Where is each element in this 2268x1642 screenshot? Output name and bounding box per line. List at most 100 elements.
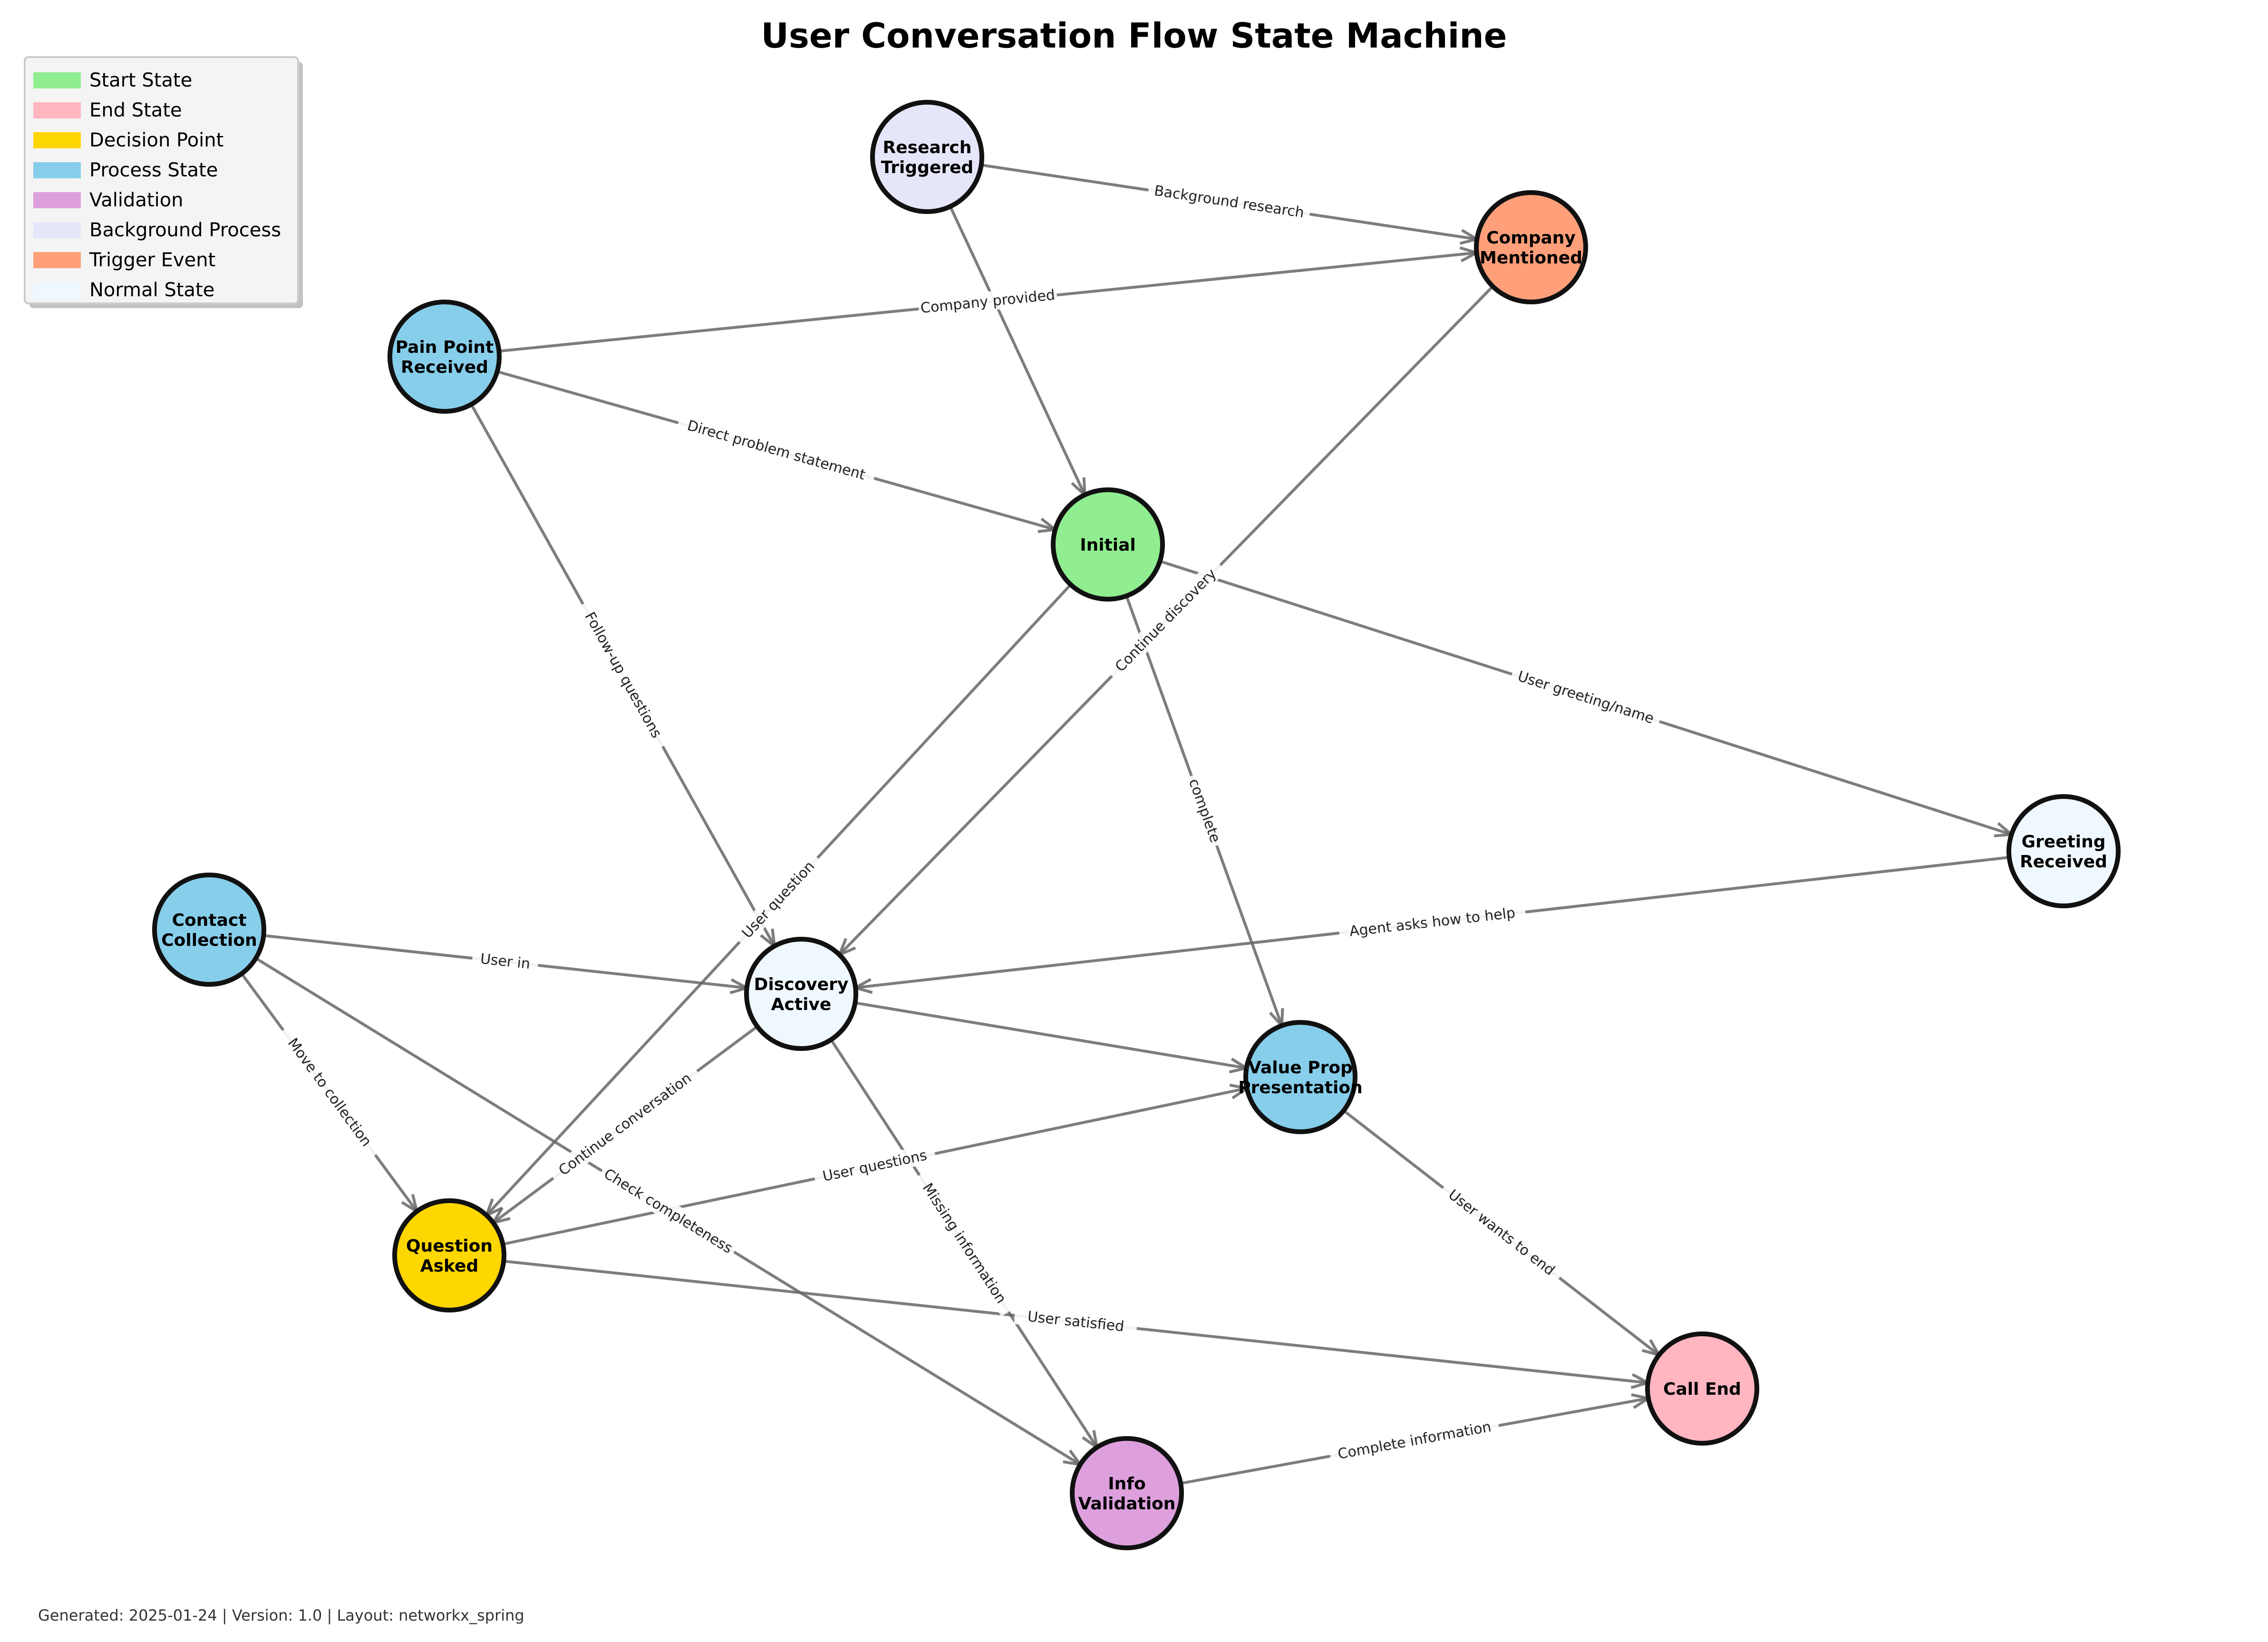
edge-label-bg [471,948,539,974]
edge-label: Continue conversation [555,1070,694,1179]
legend-label: Process State [89,159,218,181]
node-label: Collection [161,931,257,950]
edge-research-to-initial [949,205,1086,496]
edge-label-bg [918,284,1058,318]
edge-label-group: User greeting/name [1509,664,1663,730]
legend-swatch [33,72,81,88]
node-circle [1474,190,1588,304]
node-circle [152,873,266,987]
node-circle [870,100,984,214]
node-label: Received [401,358,488,377]
edge-label-bg [1438,1179,1566,1285]
legend-label: Normal State [89,279,214,301]
node-circle [1051,487,1165,602]
edge-label-bg [1338,902,1527,942]
edge-label: Direct problem statement [685,417,867,483]
edges-layer [240,164,2016,1485]
node-label: Received [2020,852,2107,872]
edge-label-group: User satisfied [1014,1305,1138,1337]
node-label: Validation [1078,1494,1176,1514]
node-label: Call End [1663,1380,1741,1399]
edge-label-bg [1104,558,1227,682]
legend-label: Background Process [89,219,281,241]
edge-label-group: Missing information [912,1169,1018,1317]
edge-label: Check completeness [601,1166,736,1257]
legend-swatch [33,222,81,238]
legend-swatch [33,162,81,178]
node-label: Active [771,995,832,1014]
edge-label: Company provided [920,287,1056,317]
edge-label-bg [912,1169,1018,1317]
node-circle [1243,1020,1357,1134]
edge-label-group: Move to collection [276,1024,384,1160]
edge-label-bg [732,851,824,948]
edge-label-group: Follow-up questions [575,599,672,751]
edge-label-group: Complete information [1328,1415,1501,1465]
legend-swatch [33,282,81,298]
edge-label: Move to collection [284,1035,375,1150]
node-initial: Initial [1051,487,1165,602]
edge-label: User questions [821,1147,929,1185]
node-label: Info [1108,1474,1145,1494]
node-label: Asked [420,1256,478,1276]
node-circle [1070,1436,1184,1550]
edge-label-bg [676,413,877,487]
edge-label-bg [1328,1415,1501,1465]
edge-label-bg [813,1143,937,1187]
legend-swatch [33,252,81,268]
node-label: Initial [1080,535,1136,555]
edge-label-bg [1014,1305,1138,1337]
edge-label-group: Direct problem statement [676,413,877,487]
edge-label-group: Check completeness [597,1162,740,1260]
node-label: Triggered [881,158,974,177]
edge-label: User greeting/name [1516,668,1656,728]
edge-arrowhead [1063,1449,1084,1467]
edge-label-group: User in [471,948,539,974]
node-circle [392,1198,506,1312]
edge-label-group: Background research [1147,179,1311,223]
edge-label: Background research [1153,183,1305,222]
node-label: Mentioned [1480,248,1582,268]
legend-label: Decision Point [89,129,223,151]
edge-label: Agent asks how to help [1348,904,1516,940]
node-circle [744,937,858,1051]
edge-label-group: Agent asks how to help [1338,902,1527,942]
legend-swatch [33,132,81,148]
node-label: Discovery [754,975,849,994]
node-label: Greeting [2021,832,2105,852]
node-label: Contact [172,911,247,930]
node-label: Company [1486,228,1576,248]
footer-text: Generated: 2025-01-24 | Version: 1.0 | L… [38,1606,524,1624]
edge-label-group: complete [1183,772,1227,849]
edge-label: complete [1185,777,1224,845]
edge-label: Follow-up questions [581,609,665,741]
edge-label: User wants to end [1445,1186,1558,1279]
edge-label-bg [1183,772,1227,849]
edge-label-bg [1509,664,1663,730]
node-label: Question [406,1236,493,1256]
diagram-title: User Conversation Flow State Machine [761,16,1507,56]
legend-swatch [33,192,81,208]
node-label: Pain Point [396,338,494,357]
node-label: Value Prop [1248,1058,1353,1078]
node-label: Presentation [1238,1078,1362,1098]
legend-label: End State [89,99,182,121]
edge-label-bg [1147,179,1311,223]
node-circle [1645,1331,1759,1446]
node-label: Research [883,138,972,157]
legend-label: Validation [89,189,184,211]
node-circle [388,300,502,414]
legend-swatch [33,102,81,118]
